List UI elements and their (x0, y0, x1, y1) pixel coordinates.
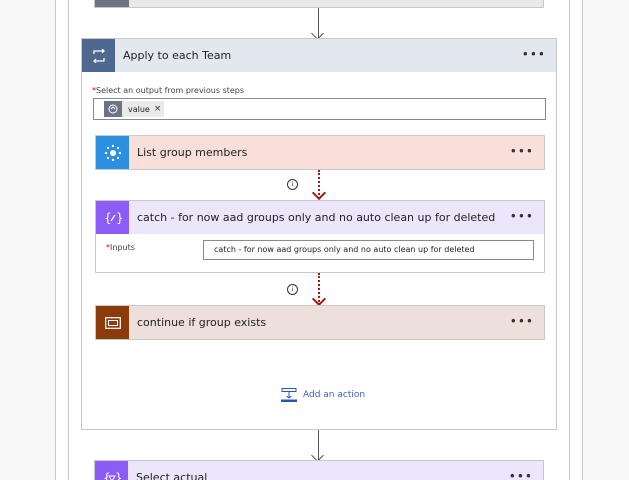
select-output-label: *Select an output from previous steps (92, 86, 245, 95)
svg-text:}: } (115, 471, 121, 480)
run-after-arrow (318, 273, 320, 305)
info-icon[interactable]: i (287, 284, 298, 295)
select-icon: {} (95, 461, 128, 480)
svg-text:{: { (104, 211, 112, 225)
step-catch-compose[interactable]: {} catch - for now aad groups only and n… (95, 200, 545, 273)
connector-arrow (318, 430, 319, 460)
info-icon[interactable]: i (287, 179, 298, 190)
select-output-input[interactable]: value × (93, 98, 546, 120)
svg-text:}: } (116, 211, 122, 225)
add-action-label: Add an action (303, 390, 366, 400)
inputs-field[interactable]: catch - for now aad groups only and no a… (203, 240, 534, 260)
more-options-button[interactable]: ••• (508, 469, 533, 480)
token-label: value (128, 104, 150, 114)
scope-icon (96, 306, 129, 339)
step-title: continue if group exists (137, 316, 267, 329)
step-select-actual[interactable]: {} Select actual ••• (94, 460, 544, 480)
run-after-arrow (318, 170, 320, 199)
add-action-icon (281, 388, 297, 402)
remove-token-button[interactable]: × (153, 104, 162, 114)
dynamic-content-icon (104, 101, 122, 117)
svg-text:{: { (103, 471, 111, 480)
step-title: Select actual (136, 471, 208, 480)
connector-arrow (318, 8, 319, 38)
loop-icon (82, 39, 115, 72)
step-title: catch - for now aad groups only and no a… (137, 211, 496, 224)
apply-to-each-header[interactable]: Apply to each Team ••• (82, 39, 556, 72)
more-options-button[interactable]: ••• (521, 47, 546, 62)
more-options-button[interactable]: ••• (509, 209, 534, 224)
previous-step-icon (95, 0, 129, 7)
apply-to-each-container: Apply to each Team ••• *Select an output… (81, 38, 557, 430)
previous-step-card[interactable] (94, 0, 544, 8)
canvas-guide-left (68, 0, 69, 480)
step-list-group-members[interactable]: List group members ••• (95, 135, 545, 170)
step-title: List group members (137, 146, 248, 159)
more-options-button[interactable]: ••• (509, 144, 534, 159)
apply-to-each-title: Apply to each Team (123, 49, 232, 62)
step-continue-if-group-exists[interactable]: continue if group exists ••• (95, 305, 545, 340)
inputs-label: *Inputs (106, 243, 135, 252)
compose-icon: {} (96, 201, 129, 234)
more-options-button[interactable]: ••• (509, 314, 534, 329)
canvas-guide-right (569, 0, 570, 480)
azure-ad-icon (96, 136, 129, 169)
add-an-action-button[interactable]: Add an action (281, 388, 365, 402)
value-token[interactable]: value × (104, 101, 165, 117)
